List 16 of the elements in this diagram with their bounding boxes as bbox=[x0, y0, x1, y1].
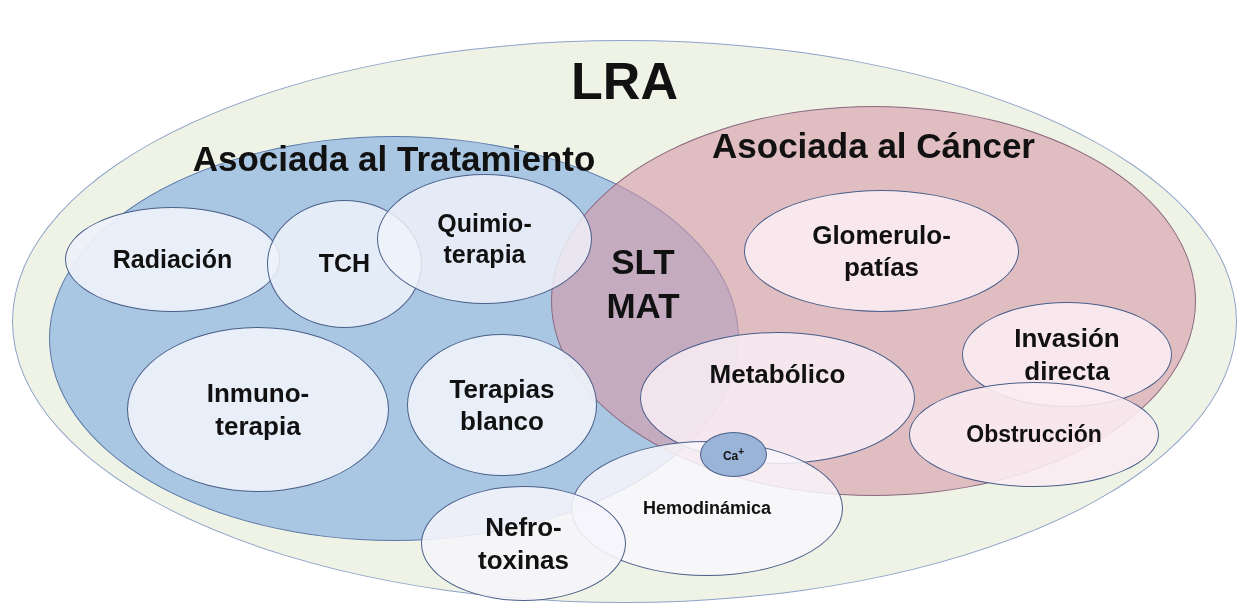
ellipse-label: TCH bbox=[318, 248, 371, 280]
ellipse-label: Asociada al Cáncer bbox=[712, 125, 1035, 167]
ellipse-label: Obstrucción bbox=[966, 420, 1102, 449]
ellipse-label: Quimio- terapia bbox=[436, 207, 533, 270]
ellipse-label: Radiación bbox=[112, 243, 233, 275]
ellipse-label: Asociada al Tratamiento bbox=[192, 138, 596, 180]
ellipse-label: Nefro- toxinas bbox=[477, 511, 570, 576]
ellipse-label: Inmuno- terapia bbox=[205, 377, 311, 442]
ellipse-label: Ca$^{+}$ bbox=[722, 445, 745, 464]
ellipse-label: Hemodinámica bbox=[642, 497, 771, 520]
ellipse-label: Metabólico bbox=[709, 358, 846, 391]
ellipse-label: Invasión directa bbox=[1013, 322, 1121, 387]
ellipse-label: LRA bbox=[571, 51, 678, 112]
overlap-label: SLT MAT bbox=[605, 241, 681, 327]
ellipse-label: Terapias blanco bbox=[448, 372, 556, 438]
ellipse-label: Glomerulo- patías bbox=[811, 218, 952, 284]
